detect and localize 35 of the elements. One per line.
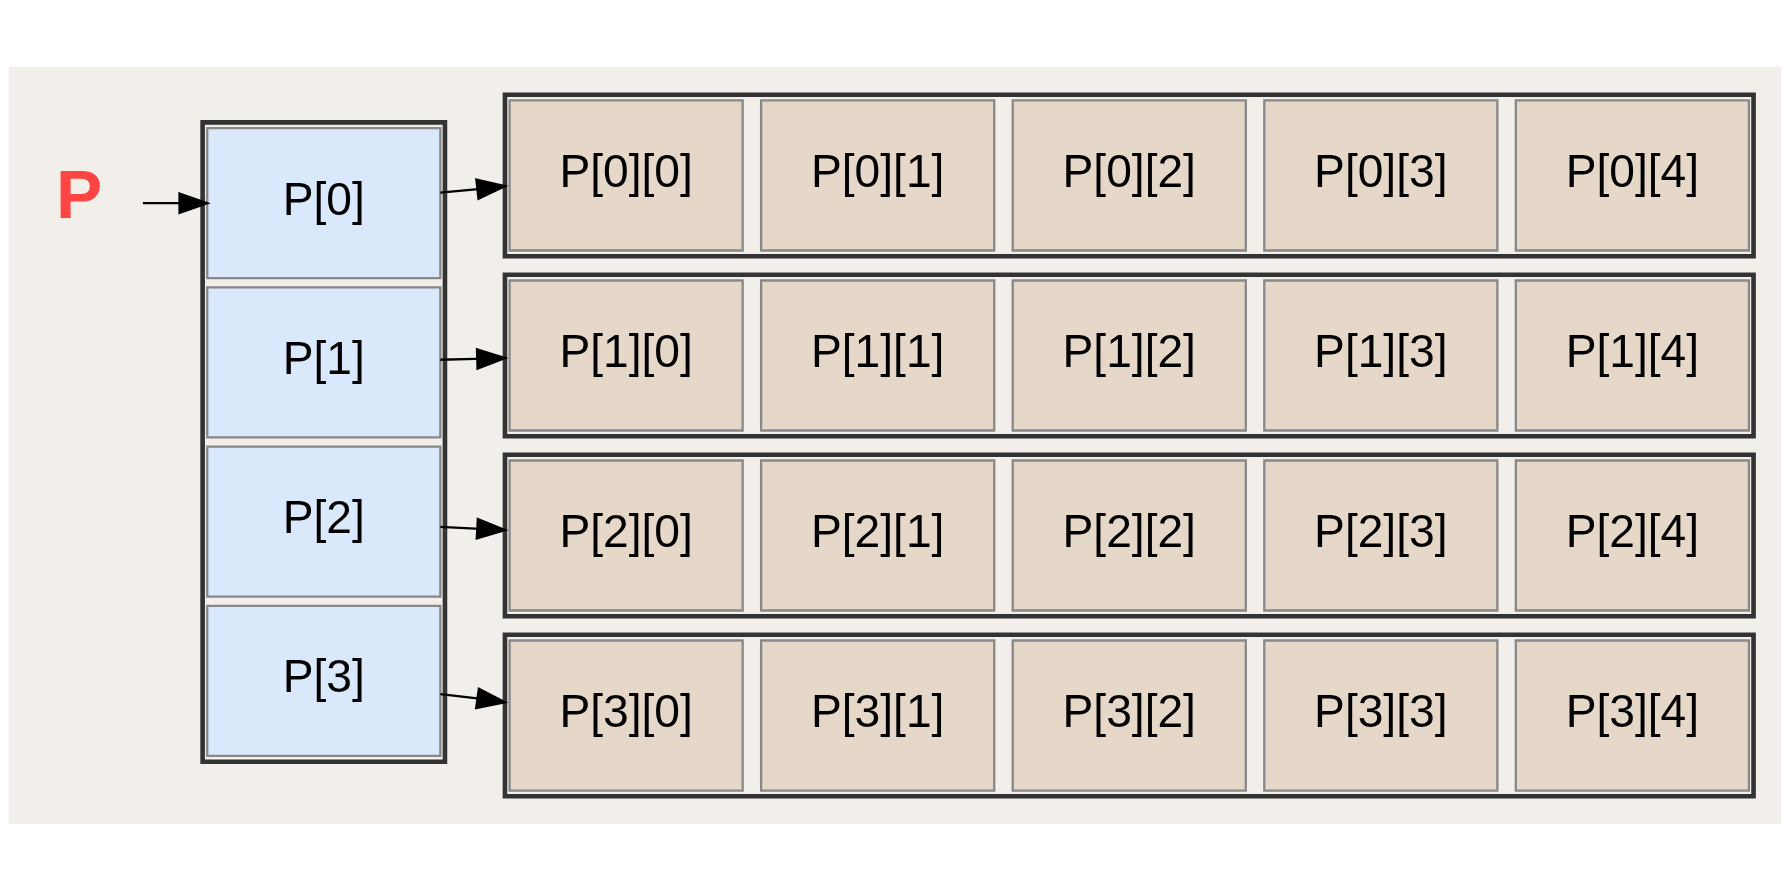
node-box: P[2][2]: [1011, 459, 1247, 612]
node-box: P[1][0]: [508, 279, 744, 432]
node-box: P[3][4]: [1514, 639, 1751, 792]
node-box: P[1][4]: [1514, 279, 1751, 432]
arrow: [440, 178, 509, 201]
node-box: P[0][2]: [1011, 99, 1247, 252]
node-box: P[0][0]: [508, 99, 744, 252]
node-box: P[2][3]: [1263, 459, 1499, 612]
node-box: P[2][1]: [760, 459, 996, 612]
node-box: P[0][1]: [760, 99, 996, 252]
node-box: P[1][1]: [760, 279, 996, 432]
node-box: P[0]: [206, 127, 442, 280]
cluster: [502, 272, 1756, 439]
arrow: [440, 517, 509, 540]
arrow: [440, 347, 509, 371]
arrow: [440, 687, 509, 710]
node-box: P[2]: [206, 445, 442, 598]
node-box: P[1][2]: [1011, 279, 1247, 432]
node-box: P[3][3]: [1263, 639, 1499, 792]
node-box: P[3][0]: [508, 639, 744, 792]
node-box: P[2][4]: [1514, 459, 1751, 612]
cluster: [502, 92, 1756, 259]
cluster: [200, 120, 448, 764]
cluster: [502, 452, 1756, 619]
node-box: P[3]: [206, 604, 442, 758]
node-text: P: [56, 155, 103, 234]
node-box: P[1][3]: [1263, 279, 1499, 432]
node-box: P[2][0]: [508, 459, 744, 612]
node-box: P[3][1]: [760, 639, 996, 792]
node-box: P[0][4]: [1514, 99, 1751, 252]
cluster: [502, 632, 1756, 799]
arrow: [142, 191, 211, 215]
node-box: P[1]: [206, 286, 442, 439]
node-box: P[0][3]: [1263, 99, 1499, 252]
node-box: P[3][2]: [1011, 639, 1247, 792]
